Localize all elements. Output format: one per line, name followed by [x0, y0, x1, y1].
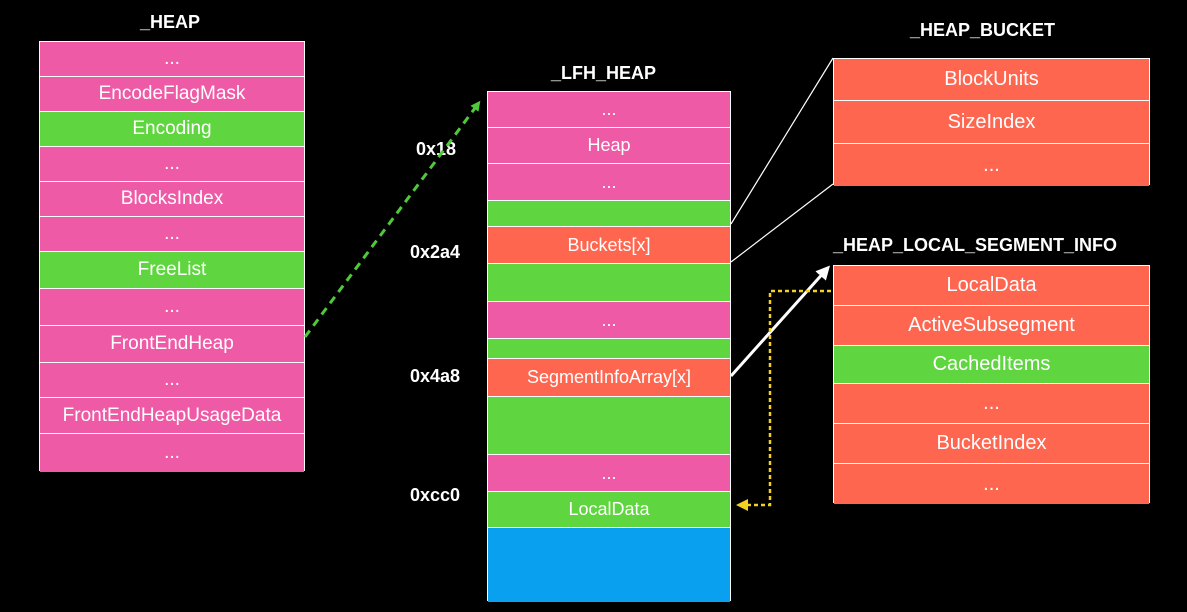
struct-field: SizeIndex	[834, 101, 1149, 144]
struct-field: ...	[834, 144, 1149, 186]
struct-field	[488, 264, 730, 302]
struct-field: FrontEndHeapUsageData	[40, 398, 304, 434]
offset-label: 0x2a4	[410, 242, 461, 262]
struct-field: ...	[488, 455, 730, 492]
struct-field: ...	[40, 289, 304, 326]
struct-field	[488, 397, 730, 455]
struct-field: CachedItems	[834, 346, 1149, 384]
struct-field: BucketIndex	[834, 424, 1149, 464]
struct-field: Heap	[488, 128, 730, 164]
lfh-heap-struct: ...Heap...Buckets[x]...SegmentInfoArray[…	[487, 91, 731, 602]
struct-field: ...	[40, 42, 304, 77]
struct-field: BlocksIndex	[40, 182, 304, 217]
struct-field: EncodeFlagMask	[40, 77, 304, 112]
struct-field: Encoding	[40, 112, 304, 147]
struct-field: ...	[40, 434, 304, 472]
bucket-connector-line	[730, 183, 834, 263]
offset-label: 0xcc0	[410, 485, 461, 505]
struct-field: LocalData	[834, 266, 1149, 306]
struct-field: ...	[834, 384, 1149, 424]
struct-field	[488, 339, 730, 359]
struct-field: SegmentInfoArray[x]	[488, 359, 730, 397]
struct-field: ...	[488, 164, 730, 201]
segment-info-pointer-arrow	[729, 265, 831, 378]
offset-label: 0x18	[416, 139, 457, 159]
struct-field: FreeList	[40, 252, 304, 289]
struct-field: BlockUnits	[834, 59, 1149, 101]
struct-field: ...	[834, 464, 1149, 504]
lfh-heap-title: _LFH_HEAP	[551, 63, 657, 83]
localdata-backref-arrow	[736, 289, 831, 511]
struct-field: LocalData	[488, 492, 730, 528]
heap-bucket-title: _HEAP_BUCKET	[910, 20, 1056, 40]
segment-info-title: _HEAP_LOCAL_SEGMENT_INFO	[833, 235, 1118, 255]
struct-field: ...	[40, 217, 304, 252]
struct-field: ...	[488, 92, 730, 128]
struct-field: ...	[40, 147, 304, 182]
struct-field	[488, 528, 730, 602]
struct-field	[488, 201, 730, 227]
offset-label: 0x4a8	[410, 366, 461, 386]
struct-field: ...	[40, 363, 304, 398]
heap-title: _HEAP	[140, 12, 201, 32]
struct-field: ActiveSubsegment	[834, 306, 1149, 346]
bucket-connector-line	[730, 57, 834, 225]
struct-field: Buckets[x]	[488, 227, 730, 264]
struct-field: FrontEndHeap	[40, 326, 304, 363]
struct-field: ...	[488, 302, 730, 339]
